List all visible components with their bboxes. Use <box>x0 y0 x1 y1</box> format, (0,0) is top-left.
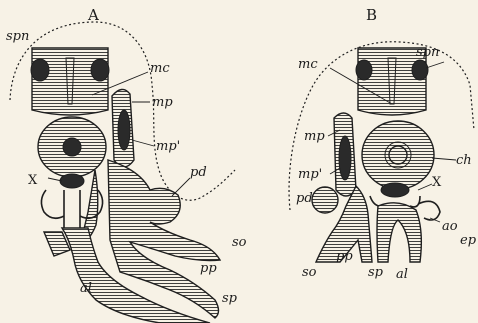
b-label-ep: ep <box>460 233 477 248</box>
b-label-ch: ch <box>456 153 472 168</box>
a-label-so: so <box>232 235 247 250</box>
a-spinal-nerve-left <box>31 59 49 81</box>
b-pronephric-duct <box>312 187 338 213</box>
b-allantois <box>377 203 421 262</box>
a-chorda <box>63 138 81 156</box>
a-muscle-plate-inner <box>118 110 130 150</box>
b-label-ao: ao <box>442 219 458 234</box>
b-label-mp-prime: mp' <box>298 167 322 182</box>
b-label-sp: sp <box>368 265 384 280</box>
b-label-so: so <box>302 265 317 280</box>
b-label-spn: spn <box>416 45 439 60</box>
figure-a-title: A <box>87 6 99 24</box>
a-label-mp: mp <box>152 95 173 110</box>
figure-a: A spn mc mp mp' pd X so pp al sp <box>6 6 247 323</box>
b-spinal-nerve-right <box>412 60 428 80</box>
a-spinal-nerve-right <box>91 59 109 81</box>
b-x-structure <box>381 183 409 197</box>
b-muscle-plate-inner <box>339 136 351 180</box>
a-label-mc: mc <box>150 61 170 76</box>
a-label-x: X <box>28 173 38 188</box>
b-aorta-ring <box>418 201 440 220</box>
b-label-al: al <box>396 267 408 282</box>
a-label-pp: pp <box>200 261 217 276</box>
b-label-mc: mc <box>298 57 318 72</box>
a-label-al: al <box>80 281 92 296</box>
figure-b: B spn mc mp mp' ch pd X ao ep so pp sp a… <box>289 6 477 282</box>
a-label-sp: sp <box>222 291 238 306</box>
b-spinal-nerve-left <box>356 60 372 80</box>
a-label-pd: pd <box>190 165 207 180</box>
figure-b-title: B <box>366 6 377 24</box>
b-label-mp: mp <box>304 129 325 144</box>
b-label-pp: pp <box>336 249 353 264</box>
a-label-spn: spn <box>6 29 29 44</box>
a-label-mp-prime: mp' <box>156 139 180 154</box>
a-x-structure <box>60 174 84 188</box>
b-label-x: X <box>432 175 442 190</box>
b-label-pd: pd <box>296 191 313 206</box>
